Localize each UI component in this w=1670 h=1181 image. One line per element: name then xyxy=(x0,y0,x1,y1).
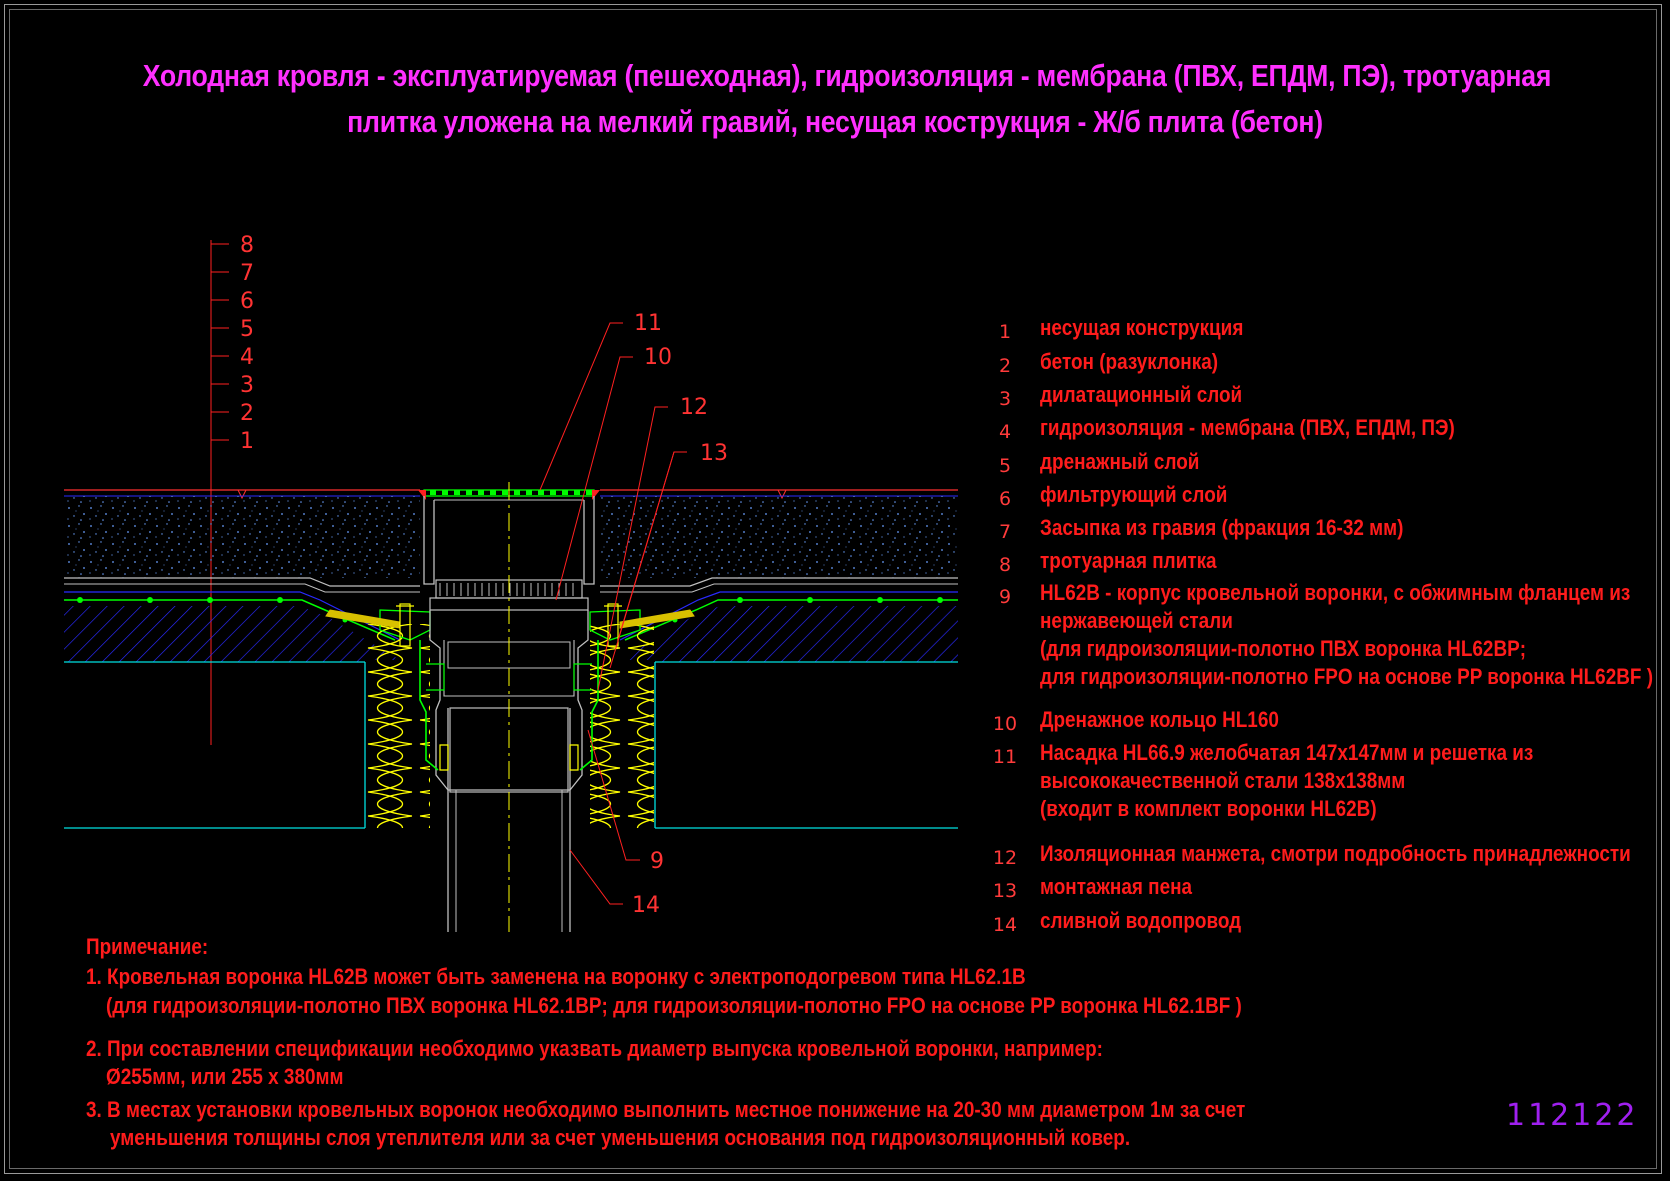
legend-text: сливной водопровод xyxy=(1040,908,1242,933)
legend-number: 9 xyxy=(998,586,1012,608)
layer-scale-label: 5 xyxy=(240,317,254,342)
legend-number: 3 xyxy=(998,388,1012,410)
legend-number: 6 xyxy=(998,488,1012,510)
drawing-frame-inner xyxy=(9,9,1657,1169)
legend-text: для гидроизоляции-полотно FPO на основе … xyxy=(1040,664,1654,689)
callout-9: 9 xyxy=(650,849,664,874)
callout-14: 14 xyxy=(632,893,660,918)
gravel-fill-left xyxy=(64,496,420,578)
layer-scale-label: 2 xyxy=(240,401,254,426)
note-1-line-1: 1. Кровельная воронка HL62B может быть з… xyxy=(86,964,1026,989)
legend-text: (для гидроизоляции-полотно ПВХ воронка H… xyxy=(1040,636,1527,661)
legend-number: 4 xyxy=(998,421,1012,443)
legend-number: 1 xyxy=(998,321,1012,343)
legend-number: 7 xyxy=(998,521,1012,543)
legend-text: бетон (разуклонка) xyxy=(1040,349,1219,374)
leader-lines xyxy=(539,322,687,905)
callout-13: 13 xyxy=(700,441,728,466)
layer-scale-label: 8 xyxy=(240,233,254,258)
layer-scale-label: 6 xyxy=(240,289,254,314)
legend-text: дилатационный слой xyxy=(1040,382,1243,407)
gravel-fill-right xyxy=(600,496,958,578)
layer-scale: 8 7 6 5 4 3 2 1 xyxy=(210,233,254,745)
drawing-code: 112122 xyxy=(1506,1098,1639,1133)
drain-body xyxy=(429,610,589,791)
insulating-sleeve-left xyxy=(419,640,439,771)
legend-text: монтажная пена xyxy=(1040,874,1193,899)
callout-10: 10 xyxy=(644,345,672,370)
mounting-foam-right xyxy=(590,624,654,828)
legend-number: 8 xyxy=(998,554,1012,576)
legend-text: (входит в комплект воронки HL62B) xyxy=(1040,796,1377,821)
note-2-line-2: Ø255мм, или 255 х 380мм xyxy=(106,1064,344,1089)
legend-text: Насадка HL66.9 желобчатая 147x147мм и ре… xyxy=(1040,740,1534,765)
note-3-line-1: 3. В местах установки кровельных воронок… xyxy=(86,1097,1246,1122)
legend-number: 13 xyxy=(992,880,1018,902)
note-1-line-2: (для гидроизоляции-полотно ПВХ воронка H… xyxy=(106,993,1242,1018)
insulating-sleeve-right xyxy=(579,640,599,771)
legend-number: 14 xyxy=(992,914,1018,936)
note-2-line-1: 2. При составлении спецификации необходи… xyxy=(86,1036,1103,1061)
legend-text: нержавеющей стали xyxy=(1040,608,1233,633)
membrane-right xyxy=(624,599,958,641)
concrete-slope-right xyxy=(620,606,958,662)
drawing-frame-outer xyxy=(4,4,1662,1174)
concrete-slope-left xyxy=(64,606,400,662)
legend-text: Засыпка из гравия (фракция 16-32 мм) xyxy=(1040,515,1404,540)
legend-text: высококачественной стали 138x138мм xyxy=(1040,768,1406,793)
layer-scale-label: 3 xyxy=(240,373,254,398)
extension-wall-right xyxy=(583,496,595,585)
callout-11: 11 xyxy=(634,311,662,336)
legend-text: тротуарная плитка xyxy=(1040,548,1217,573)
layer-scale-label: 4 xyxy=(240,345,254,370)
roof-layers xyxy=(64,489,958,829)
layer-scale-label: 7 xyxy=(240,261,254,286)
membrane-left xyxy=(64,599,396,641)
layer-scale-label: 1 xyxy=(240,429,254,454)
clamping-flange-left xyxy=(379,609,431,641)
legend-text: фильтрующий слой xyxy=(1040,482,1228,507)
legend-text: HL62B - корпус кровельной воронки, с обж… xyxy=(1040,580,1631,605)
legend-number: 11 xyxy=(992,746,1018,768)
clamping-flange-right xyxy=(589,609,641,641)
note-3-line-2: уменьшения толщины слоя утеплителя или з… xyxy=(110,1125,1131,1150)
title-line-2: плитка уложена на мелкий гравий, несущая… xyxy=(347,104,1323,139)
legend-text: гидроизоляция - мембрана (ПВХ, ЕПДМ, ПЭ) xyxy=(1040,415,1455,440)
legend-number: 10 xyxy=(992,713,1018,735)
legend-number: 2 xyxy=(998,355,1012,377)
notes-heading: Примечание: xyxy=(86,934,209,959)
legend-text: Дренажное кольцо HL160 xyxy=(1040,707,1279,732)
extension-wall-left xyxy=(423,496,435,585)
callout-12: 12 xyxy=(680,395,708,420)
legend-number: 12 xyxy=(992,847,1018,869)
legend-text: несущая конструкция xyxy=(1040,315,1244,340)
legend-text: дренажный слой xyxy=(1040,449,1200,474)
title-line-1: Холодная кровля - эксплуатируемая (пешех… xyxy=(142,58,1552,93)
roof-drain-assembly xyxy=(325,482,695,932)
legend-text: Изоляционная манжета, смотри подробность… xyxy=(1040,841,1631,866)
legend-number: 5 xyxy=(998,455,1012,477)
